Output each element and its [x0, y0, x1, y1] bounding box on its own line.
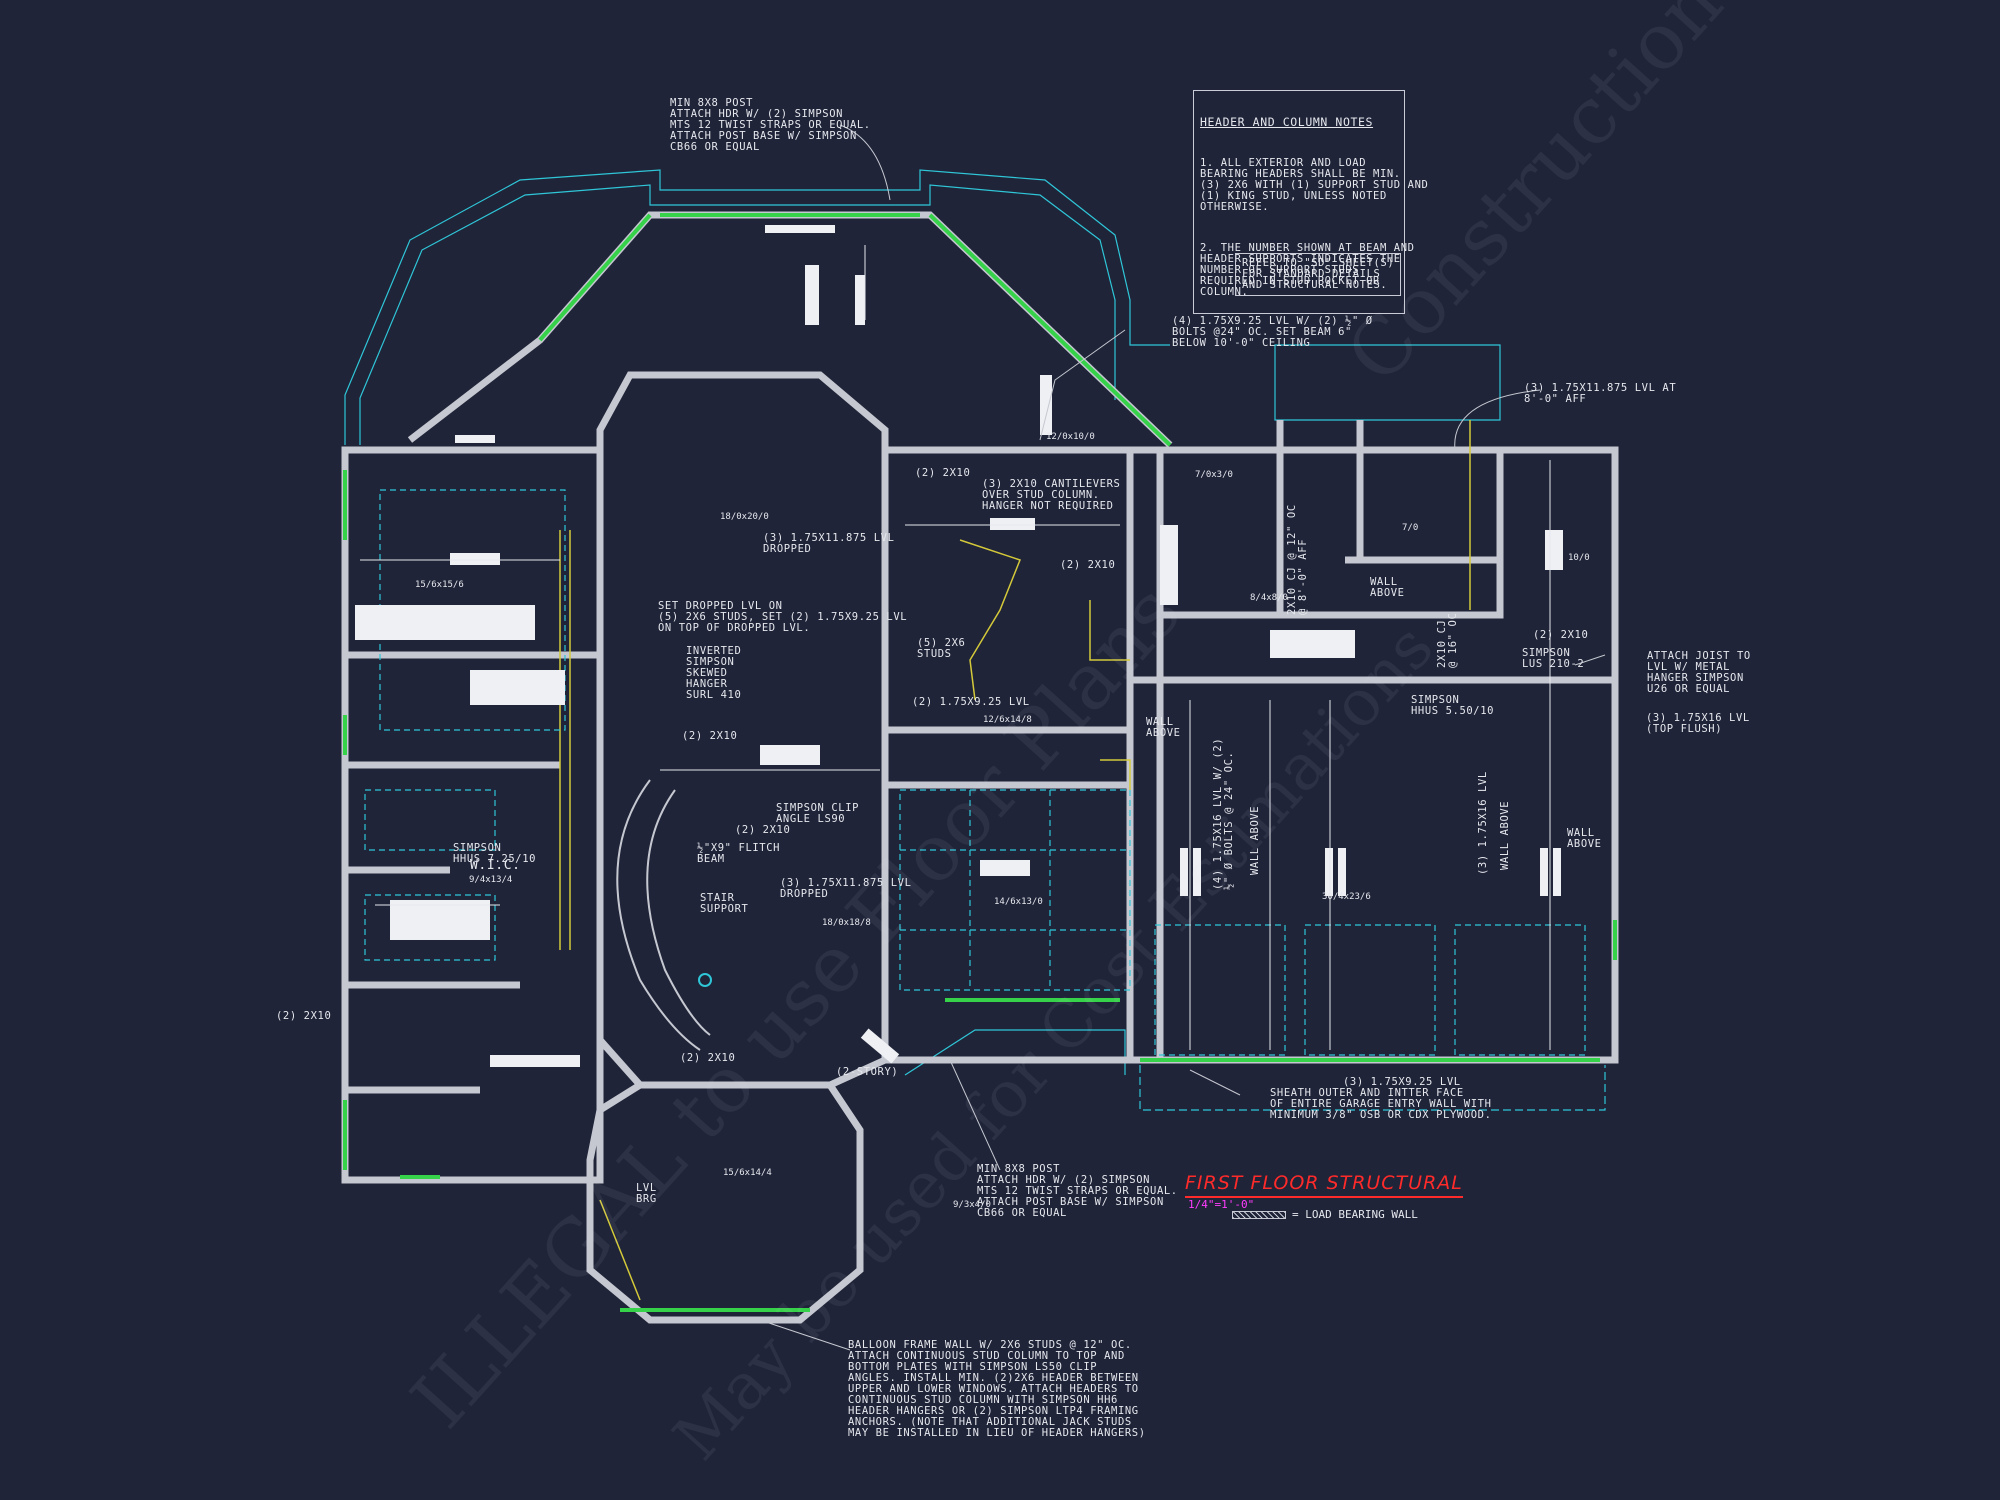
hhus-710-note: SIMPSON HHUS 7.25/10: [453, 842, 537, 865]
header-note-1: 1. ALL EXTERIOR AND LOAD BEARING HEADERS…: [1200, 157, 1429, 213]
header-2x10-d: (2) 2x10: [735, 824, 791, 836]
room-dim-4: 18/0x18/8: [822, 918, 871, 928]
leaders: [759, 124, 1606, 1351]
room-dim-5: 14/6x13/0: [994, 897, 1043, 907]
lvl-925-note: (2) 1.75x9.25 LVL: [912, 696, 1030, 708]
beam-lines: [360, 245, 1551, 1050]
room-dim-3: 12/6x14/8: [983, 715, 1032, 725]
curved-stair: [616, 779, 712, 1051]
header-2x10-g: (2) 2x10: [1533, 629, 1589, 641]
flitch-beam-note: ½"x9" FLITCH BEAM: [697, 842, 781, 865]
studs-note: (5) 2x6 STUDS: [917, 637, 966, 660]
lvl-vertical-note-2: (3) 1.75x16 LVL: [1477, 771, 1489, 875]
header-2x10-c: (2) 2x10: [682, 730, 738, 742]
roof-outline: [344, 169, 1606, 1111]
balloon-frame-note: BALLOON FRAME WALL w/ 2x6 STUDS @ 12" OC…: [848, 1339, 1146, 1439]
room-dim-6: 30/4x23/6: [1322, 892, 1371, 902]
lvl-dropped-note-2: (3) 1.75x11.875 LVL DROPPED: [780, 877, 912, 900]
wall-above-vertical-1: WALL ABOVE: [1249, 805, 1261, 875]
room-dim-13: 9/3x4/0: [953, 1200, 991, 1210]
room-dim-8: 9/4x13/4: [469, 875, 513, 885]
lvl-925-bottom-note: (3) 1.75x9.25 LVL: [1343, 1076, 1461, 1088]
lus-note: SIMPSON LUS 210-2: [1522, 647, 1585, 670]
post-note-top: MIN 8x8 POST ATTACH HDR w/ (2) SIMPSON M…: [670, 97, 871, 153]
header-2x10-e: (2) 2x10: [680, 1052, 736, 1064]
hhus-510-note: SIMPSON HHUS 5.50/10: [1411, 694, 1495, 717]
attach-joist-note: ATTACH JOIST TO LVL w/ METAL HANGER SIMP…: [1647, 650, 1751, 695]
lvl-16-note: (3) 1.75x16 LVL (TOP FLUSH): [1646, 712, 1750, 735]
lvl-vertical-note-1: (4) 1.75x16 LVL w/ (2) ½" ø BOLTS @ 24" …: [1212, 737, 1235, 890]
drawing-title: FIRST FLOOR STRUCTURAL: [1185, 1172, 1463, 1198]
windows: [343, 213, 1617, 1312]
room-dim-2: 15/6x15/6: [415, 580, 464, 590]
lvl-brg-note: LVL BRG: [636, 1182, 657, 1205]
room-dim-14: 12/0x10/0: [1046, 432, 1095, 442]
wall-above-note-2: WALL ABOVE: [1370, 576, 1405, 599]
clip-angle-note: SIMPSON CLIP ANGLE LS90: [776, 802, 860, 825]
header-notes-title: HEADER AND COLUMN NOTES: [1200, 115, 1374, 129]
load-bearing-legend: = LOAD BEARING WALL: [1232, 1208, 1418, 1221]
wall-above-note-3: WALL ABOVE: [1567, 827, 1602, 850]
wic-label: W.I.C.: [470, 858, 521, 873]
stair-support-note: STAIR SUPPORT: [700, 892, 749, 915]
room-dim-10: 7/0x3/0: [1195, 470, 1233, 480]
ceiling-joist-12-note: 2x10 CJ @ 12" OC @ 8'-0" AFF: [1286, 504, 1309, 615]
drawing-scale: 1/4"=1'-0": [1188, 1198, 1255, 1211]
wall-above-vertical-2: WALL ABOVE: [1499, 800, 1511, 870]
header-note-2: 2. THE NUMBER SHOWN AT BEAM AND HEADER S…: [1200, 242, 1415, 298]
header-2x10-a: (2) 2x10: [915, 467, 971, 479]
header-2x10-b: (2) 2x10: [1060, 559, 1116, 571]
legend-label: = LOAD BEARING WALL: [1292, 1208, 1418, 1221]
lvl-aff-note: (3) 1.75x11.875 LVL AT 8'-0" AFF: [1524, 382, 1677, 405]
two-story-note: (2-STORY): [836, 1066, 899, 1078]
cabinetry: [559, 420, 1471, 1301]
lvl-bolts-note: (4) 1.75x9.25 LVL w/ (2) ½" ø BOLTS @24"…: [1172, 315, 1373, 349]
room-dim-7: 15/6x14/4: [723, 1168, 772, 1178]
lvl-dropped-note: (3) 1.75x11.875 LVL DROPPED: [763, 532, 895, 555]
inverted-hanger-note: INVERTED SIMPSON SKEWED HANGER SURL 410: [686, 645, 742, 701]
refer-note-box: REFER TO "SD" SHEET(S) FOR STANDARD DETA…: [1235, 253, 1402, 296]
set-dropped-note: SET DROPPED LVL ON (5) 2x6 STUDS, SET (2…: [658, 600, 908, 634]
room-dim-1: 18/0x20/0: [720, 512, 769, 522]
hatch-swatch: [1232, 1210, 1286, 1219]
ceiling-joist-16-note: 2x10 CJ @ 16" OC: [1436, 612, 1459, 668]
post-note-bottom: MIN 8x8 POST ATTACH HDR w/ (2) SIMPSON M…: [977, 1163, 1178, 1219]
header-2x10-f: (2) 2x10: [276, 1010, 332, 1022]
cantilevers-note: (3) 2x10 CANTILEVERS OVER STUD COLUMN. H…: [982, 478, 1121, 512]
header-notes-box: HEADER AND COLUMN NOTES 1. ALL EXTERIOR …: [1193, 90, 1429, 314]
ceiling-lines: [364, 489, 1586, 1056]
room-dim-9: 8/4x8/0: [1250, 593, 1288, 603]
beams: [355, 225, 1563, 1067]
room-dim-12: 7/0: [1402, 523, 1419, 533]
sheath-note: SHEATH OUTER AND INTTER FACE OF ENTIRE G…: [1270, 1087, 1492, 1121]
room-dim-11: 10/0: [1568, 553, 1590, 563]
wall-above-note-1: WALL ABOVE: [1146, 716, 1181, 739]
